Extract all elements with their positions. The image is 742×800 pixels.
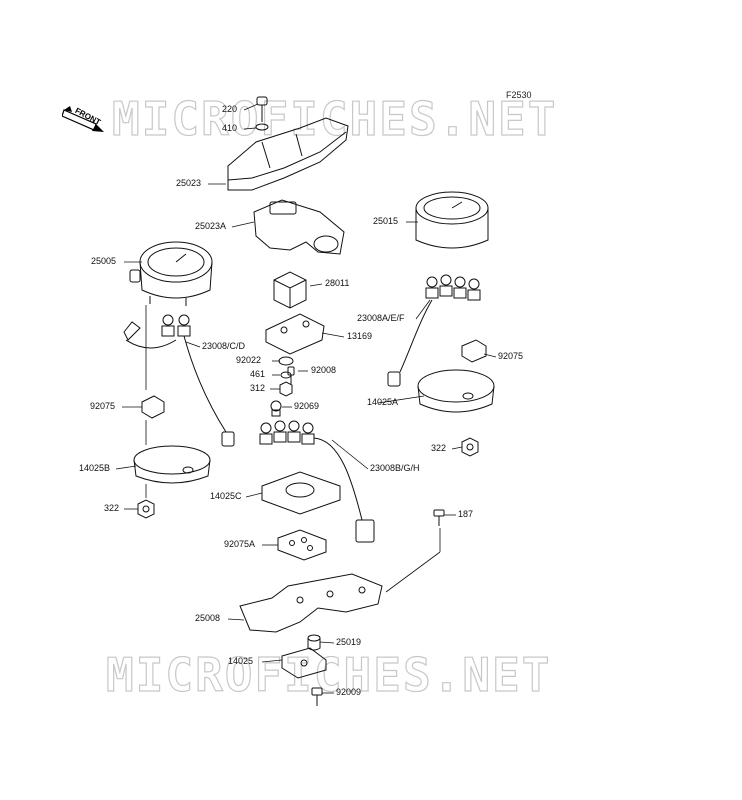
callout-25015: 25015 [373, 216, 399, 226]
figure-code: F2530 [506, 90, 532, 100]
callout-14025A: 14025A [367, 397, 399, 407]
callout-461: 461 [250, 369, 266, 379]
meter-25015 [415, 191, 489, 249]
callout-92022: 92022 [236, 355, 262, 365]
console-25023A [253, 199, 345, 255]
washer-92022 [278, 356, 294, 366]
callout-312: 312 [250, 383, 266, 393]
bolt-92009 [311, 687, 323, 706]
front-arrow-icon [62, 106, 104, 132]
callout-92075A: 92075A [224, 539, 256, 549]
holder-14025C [261, 471, 341, 515]
callout-14025: 14025 [228, 656, 254, 666]
case-14025A [417, 369, 495, 413]
callout-25023A: 25023A [195, 221, 227, 231]
collar-25019 [307, 634, 321, 651]
callout-25023: 25023 [176, 178, 202, 188]
callout-410: 410 [222, 123, 238, 133]
callout-187: 187 [458, 509, 474, 519]
callout-92069: 92069 [294, 401, 320, 411]
callout-14025C: 14025C [210, 491, 242, 501]
callout-25008: 25008 [195, 613, 221, 623]
bracket-25008 [239, 573, 383, 633]
harness-23008CD [123, 314, 235, 447]
pad-92075-right [461, 339, 487, 363]
nut-322-left [137, 499, 155, 519]
cover-25023 [227, 117, 349, 191]
washer-410 [255, 123, 269, 131]
callout-23008AEF: 23008A/E/F [357, 313, 405, 323]
screw-187 [433, 509, 445, 526]
callout-322-left: 322 [104, 503, 120, 513]
leader-lines [115, 103, 497, 694]
callout-23008CD: 23008/C/D [202, 341, 246, 351]
harness-23008AEF [387, 274, 481, 387]
callout-92075-left: 92075 [90, 401, 116, 411]
callout-322-right: 322 [431, 443, 447, 453]
indicator-28011 [273, 271, 307, 309]
meter-25005 [129, 241, 213, 306]
callout-220: 220 [222, 104, 238, 114]
callout-92008: 92008 [311, 365, 337, 375]
callout-28011: 28011 [325, 278, 350, 288]
pad-92075A [277, 529, 327, 561]
callout-23008BGH: 23008B/G/H [370, 463, 420, 473]
bulb-92069 [270, 400, 282, 417]
nut-322-right [461, 437, 479, 457]
case-14025B [133, 445, 211, 484]
harness-23008BGH [259, 420, 375, 543]
pad-92075-left [141, 395, 165, 419]
nut-312 [279, 381, 293, 397]
callout-14025B: 14025B [79, 463, 111, 473]
watermark-bottom: MICROFICHES.NET [105, 648, 552, 702]
bracket-13169 [265, 313, 325, 355]
callout-25005: 25005 [91, 256, 117, 266]
callout-25019: 25019 [336, 637, 362, 647]
bolt-220 [256, 96, 268, 122]
bolt-92008 [287, 366, 295, 384]
callout-92075-right: 92075 [498, 351, 524, 361]
plate-14025 [281, 647, 327, 679]
watermark-top: MICROFICHES.NET [111, 92, 558, 146]
callout-13169: 13169 [347, 331, 373, 341]
callout-92009: 92009 [336, 687, 362, 697]
